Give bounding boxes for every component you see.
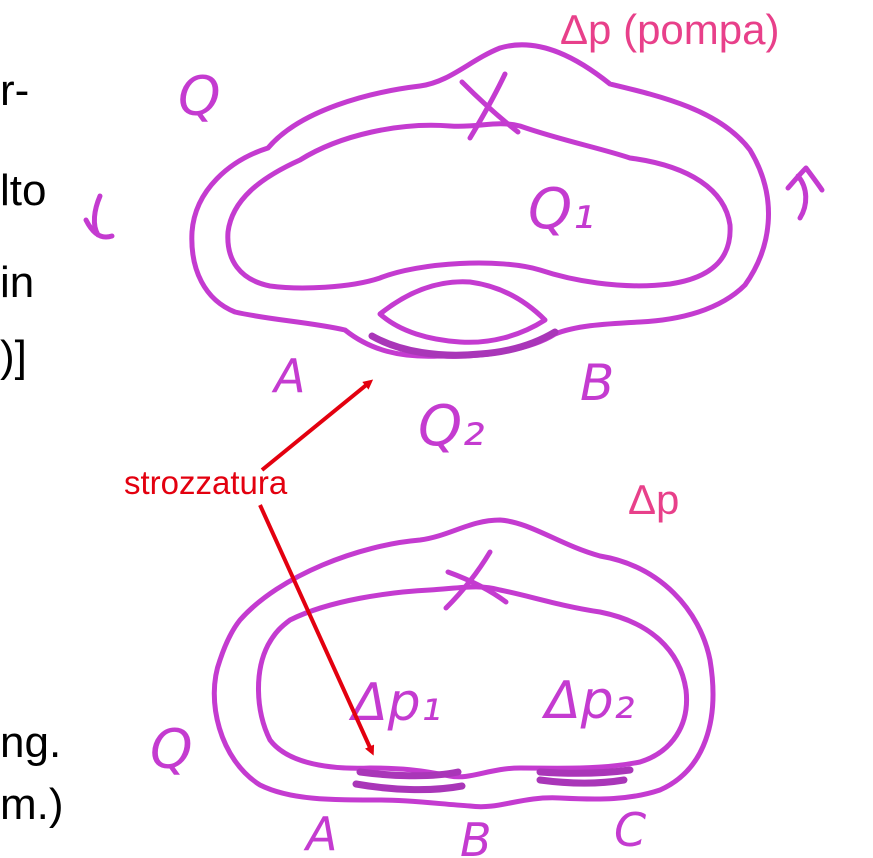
top-circuit-diagram [83,42,825,359]
text-fragment-1: r- [0,66,30,115]
top-label-q2: Q₂ [418,394,485,459]
top-diagram-title: Δp (pompa) [560,6,780,53]
bottom-restriction-bc-2 [536,776,628,787]
flow-arrow-left-icon [83,193,115,240]
bottom-restriction-ab [356,768,462,780]
strozzatura-arrow-top [260,379,374,472]
text-fragment-5: ng. [0,718,62,767]
bottom-restriction-bc [536,766,634,777]
flow-arrow-right-icon [785,165,825,221]
bottom-label-dp2: Δp₂ [541,671,635,731]
bottom-label-dp1: Δp₁ [348,673,441,733]
top-label-b: B [580,354,614,412]
bottom-x-mark-2 [443,549,493,611]
bottom-diagram-title: Δp [628,476,680,523]
top-x-mark [459,79,521,135]
text-fragment-6: m.) [0,780,64,829]
text-fragment-4: )] [0,332,27,381]
text-fragment-3: in [0,258,35,307]
top-outer-loop [189,42,771,359]
strozzatura-arrow-bottom [258,504,375,756]
bottom-label-q: Q [150,718,193,781]
top-x-mark-2 [467,71,508,141]
top-branch-q2 [377,279,548,345]
bottom-label-c: C [614,803,646,857]
top-label-q: Q [178,65,221,128]
bottom-circuit-diagram [211,517,716,810]
top-label-q1: Q₁ [528,177,595,242]
top-inner-loop [225,121,733,291]
bottom-label-a: A [303,807,337,858]
bottom-label-b: B [460,813,492,858]
top-branch-junction [368,328,559,359]
strozzatura-label: strozzatura [124,464,288,501]
text-fragment-2: lto [0,166,47,215]
bottom-restriction-ab-2 [352,780,466,794]
top-label-a: A [271,349,305,403]
bottom-outer-loop [211,517,716,810]
bottom-x-mark [445,569,509,605]
